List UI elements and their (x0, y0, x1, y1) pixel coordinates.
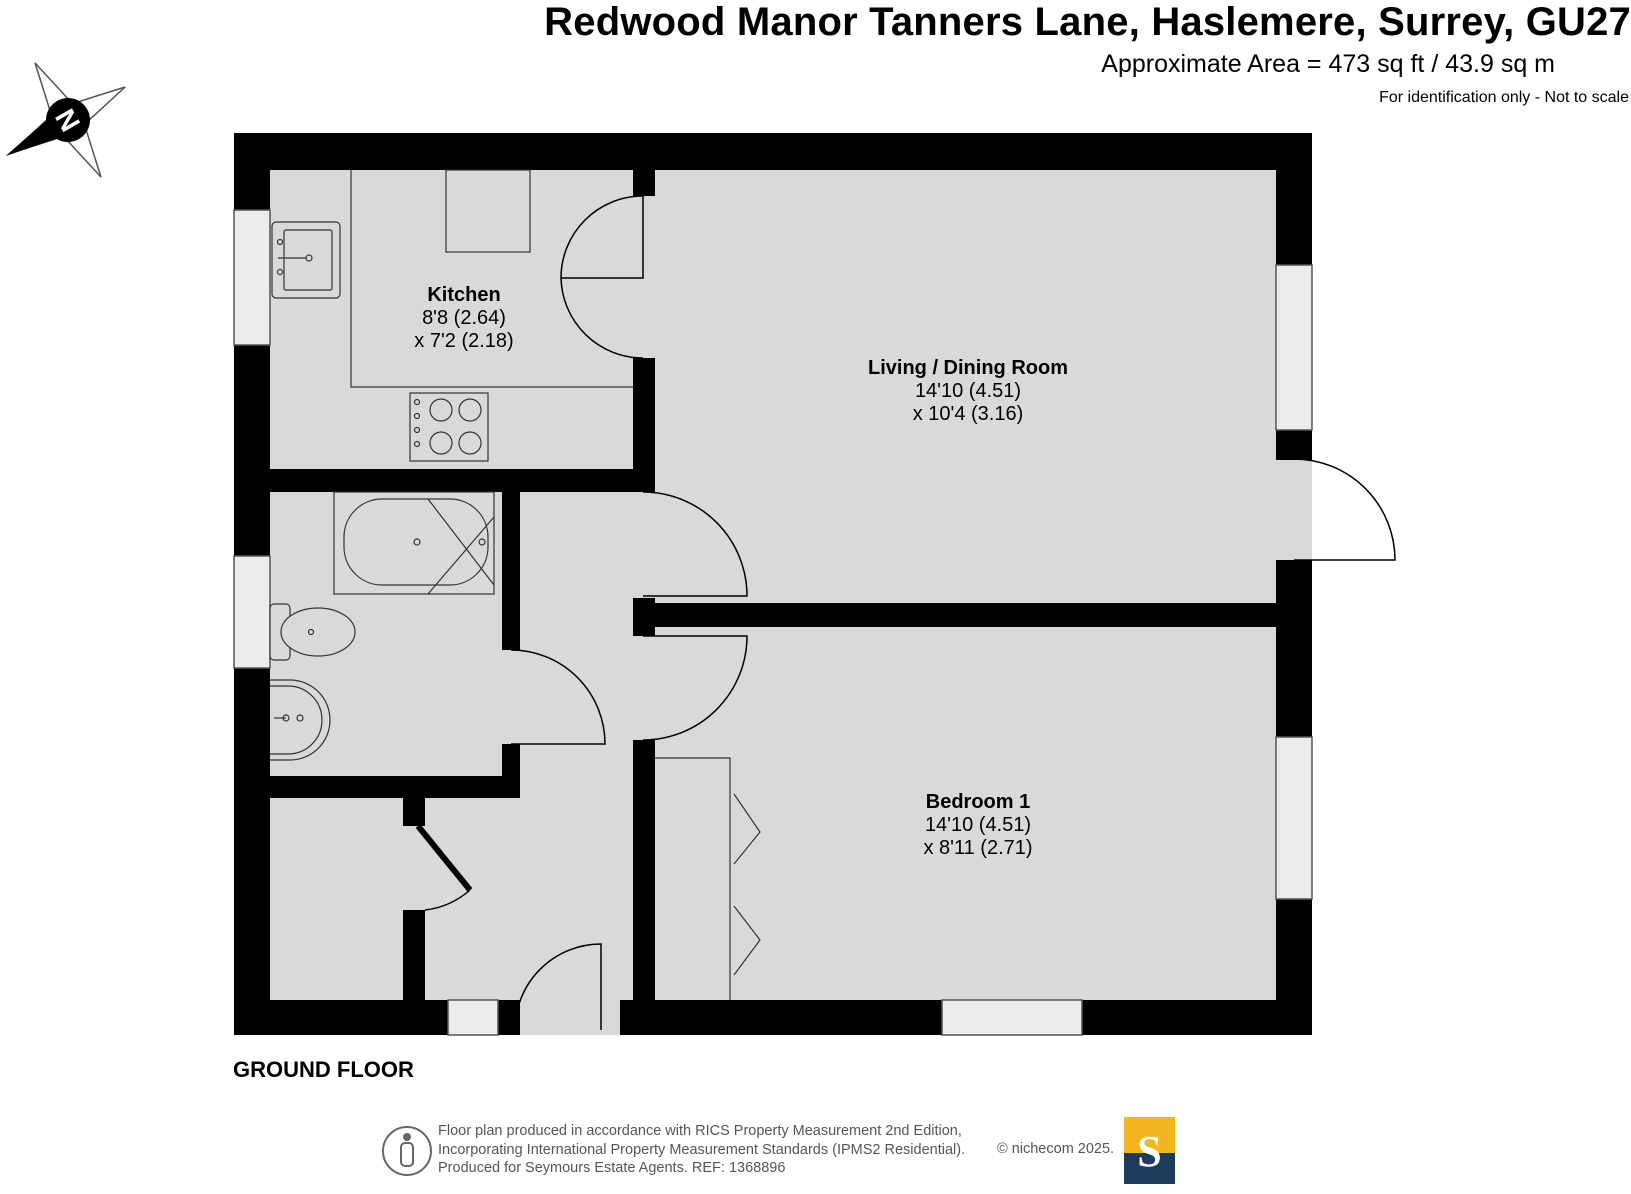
copyright: © nichecom 2025. (997, 1141, 1115, 1157)
room-dimension: 14'10 (4.51) (924, 814, 1032, 836)
footer-line: Produced for Seymours Estate Agents. REF… (438, 1160, 786, 1176)
window (233, 555, 271, 669)
footer-line: Incorporating International Property Mea… (438, 1141, 966, 1158)
door-swings (424, 195, 1396, 1031)
door-openings (403, 196, 1312, 1035)
fridge (445, 169, 531, 253)
bathroom-fittings (269, 491, 495, 761)
windows (233, 209, 1313, 1036)
logo-letter: S (1137, 1127, 1162, 1176)
living-floor (655, 170, 1276, 603)
property-title: Redwood Manor Tanners Lane, Haslemere, S… (544, 0, 1631, 44)
store-floor (270, 798, 403, 1000)
scale-note: For identification only - Not to scale (1379, 89, 1629, 106)
floor-label: GROUND FLOOR (233, 1057, 414, 1082)
approximate-area: Approximate Area = 473 sq ft / 43.9 sq m (1101, 50, 1555, 78)
room-dimension: x 8'11 (2.71) (923, 837, 1033, 859)
accessibility-person-icon (382, 1126, 432, 1176)
footer-line: Floor plan produced in accordance with R… (438, 1123, 962, 1139)
room-dimension: 8'8 (2.64) (422, 307, 506, 329)
window (233, 209, 271, 346)
living-room-label: Living / Dining Room 14'10 (4.51) x 10'4… (838, 357, 1098, 426)
window (941, 999, 1083, 1036)
window (1275, 264, 1313, 431)
wardrobe (655, 757, 761, 1000)
room-dimension: 14'10 (4.51) (914, 380, 1022, 402)
internal-walls (270, 170, 1276, 1000)
bedroom-label: Bedroom 1 14'10 (4.51) x 8'11 (2.71) (898, 791, 1058, 860)
agency-logo: S (1124, 1117, 1175, 1184)
window (447, 999, 499, 1036)
footer-notes: Floor plan produced in accordance with R… (438, 1122, 965, 1178)
kitchen-fittings (271, 169, 633, 462)
room-dimension: x 10'4 (3.16) (912, 403, 1024, 425)
room-name: Kitchen (427, 284, 501, 306)
room-dimension: x 7'2 (2.18) (414, 330, 514, 352)
room-name: Living / Dining Room (868, 357, 1068, 379)
kitchen-label: Kitchen 8'8 (2.64) x 7'2 (2.18) (384, 284, 544, 353)
compass-north-icon: N (5, 62, 126, 178)
hall-lower-floor (425, 798, 633, 1000)
room-name: Bedroom 1 (925, 791, 1031, 813)
window (1275, 736, 1313, 900)
